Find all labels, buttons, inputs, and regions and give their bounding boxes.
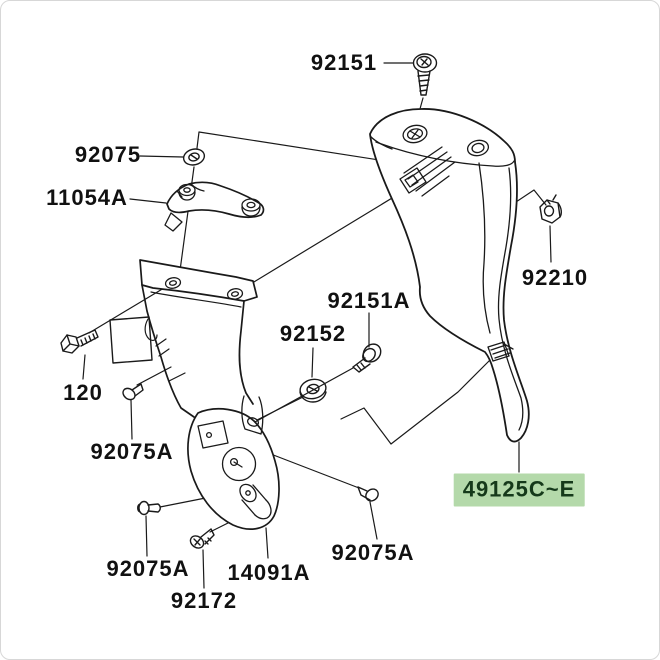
washer-92075-drawing: [182, 148, 206, 166]
bolt-120-drawing: [60, 329, 99, 354]
cover-14091A-drawing: [187, 395, 280, 530]
part-label-92075: 92075: [74, 142, 142, 167]
screw-92075A-lower-left-drawing: [137, 500, 161, 516]
nut-92210-drawing: [539, 194, 563, 224]
part-label-92152: 92152: [279, 321, 347, 346]
screw-92075A-upper-drawing: [122, 383, 144, 401]
part-label-92075A-lower-right: 92075A: [331, 540, 415, 565]
part-label-92075A-upper: 92075A: [90, 439, 174, 464]
part-label-92151: 92151: [310, 50, 378, 75]
screw-92075A-lower-right-drawing: [357, 486, 379, 502]
nut-92152-drawing: [299, 378, 327, 403]
part-label-120: 120: [63, 380, 103, 405]
part-label-49125-highlighted[interactable]: 49125C~E: [453, 473, 585, 507]
bracket-11054A-drawing: [164, 181, 265, 232]
fender-damper-hatch: [399, 146, 456, 197]
part-label-14091A: 14091A: [227, 560, 311, 585]
part-label-92210: 92210: [521, 265, 589, 290]
part-label-92075A-lower-left: 92075A: [106, 556, 190, 581]
fender-stay-drawing: [109, 181, 280, 530]
part-label-92172: 92172: [170, 588, 238, 613]
screw-92151A-drawing: [352, 343, 382, 373]
front-fender-drawing: [369, 108, 530, 443]
screw-92172-drawing: [189, 528, 215, 549]
screw-92151-drawing: [412, 53, 438, 96]
part-label-92151A: 92151A: [327, 288, 411, 313]
part-label-11054A: 11054A: [46, 185, 128, 210]
fender-clip-boss: [487, 341, 514, 362]
